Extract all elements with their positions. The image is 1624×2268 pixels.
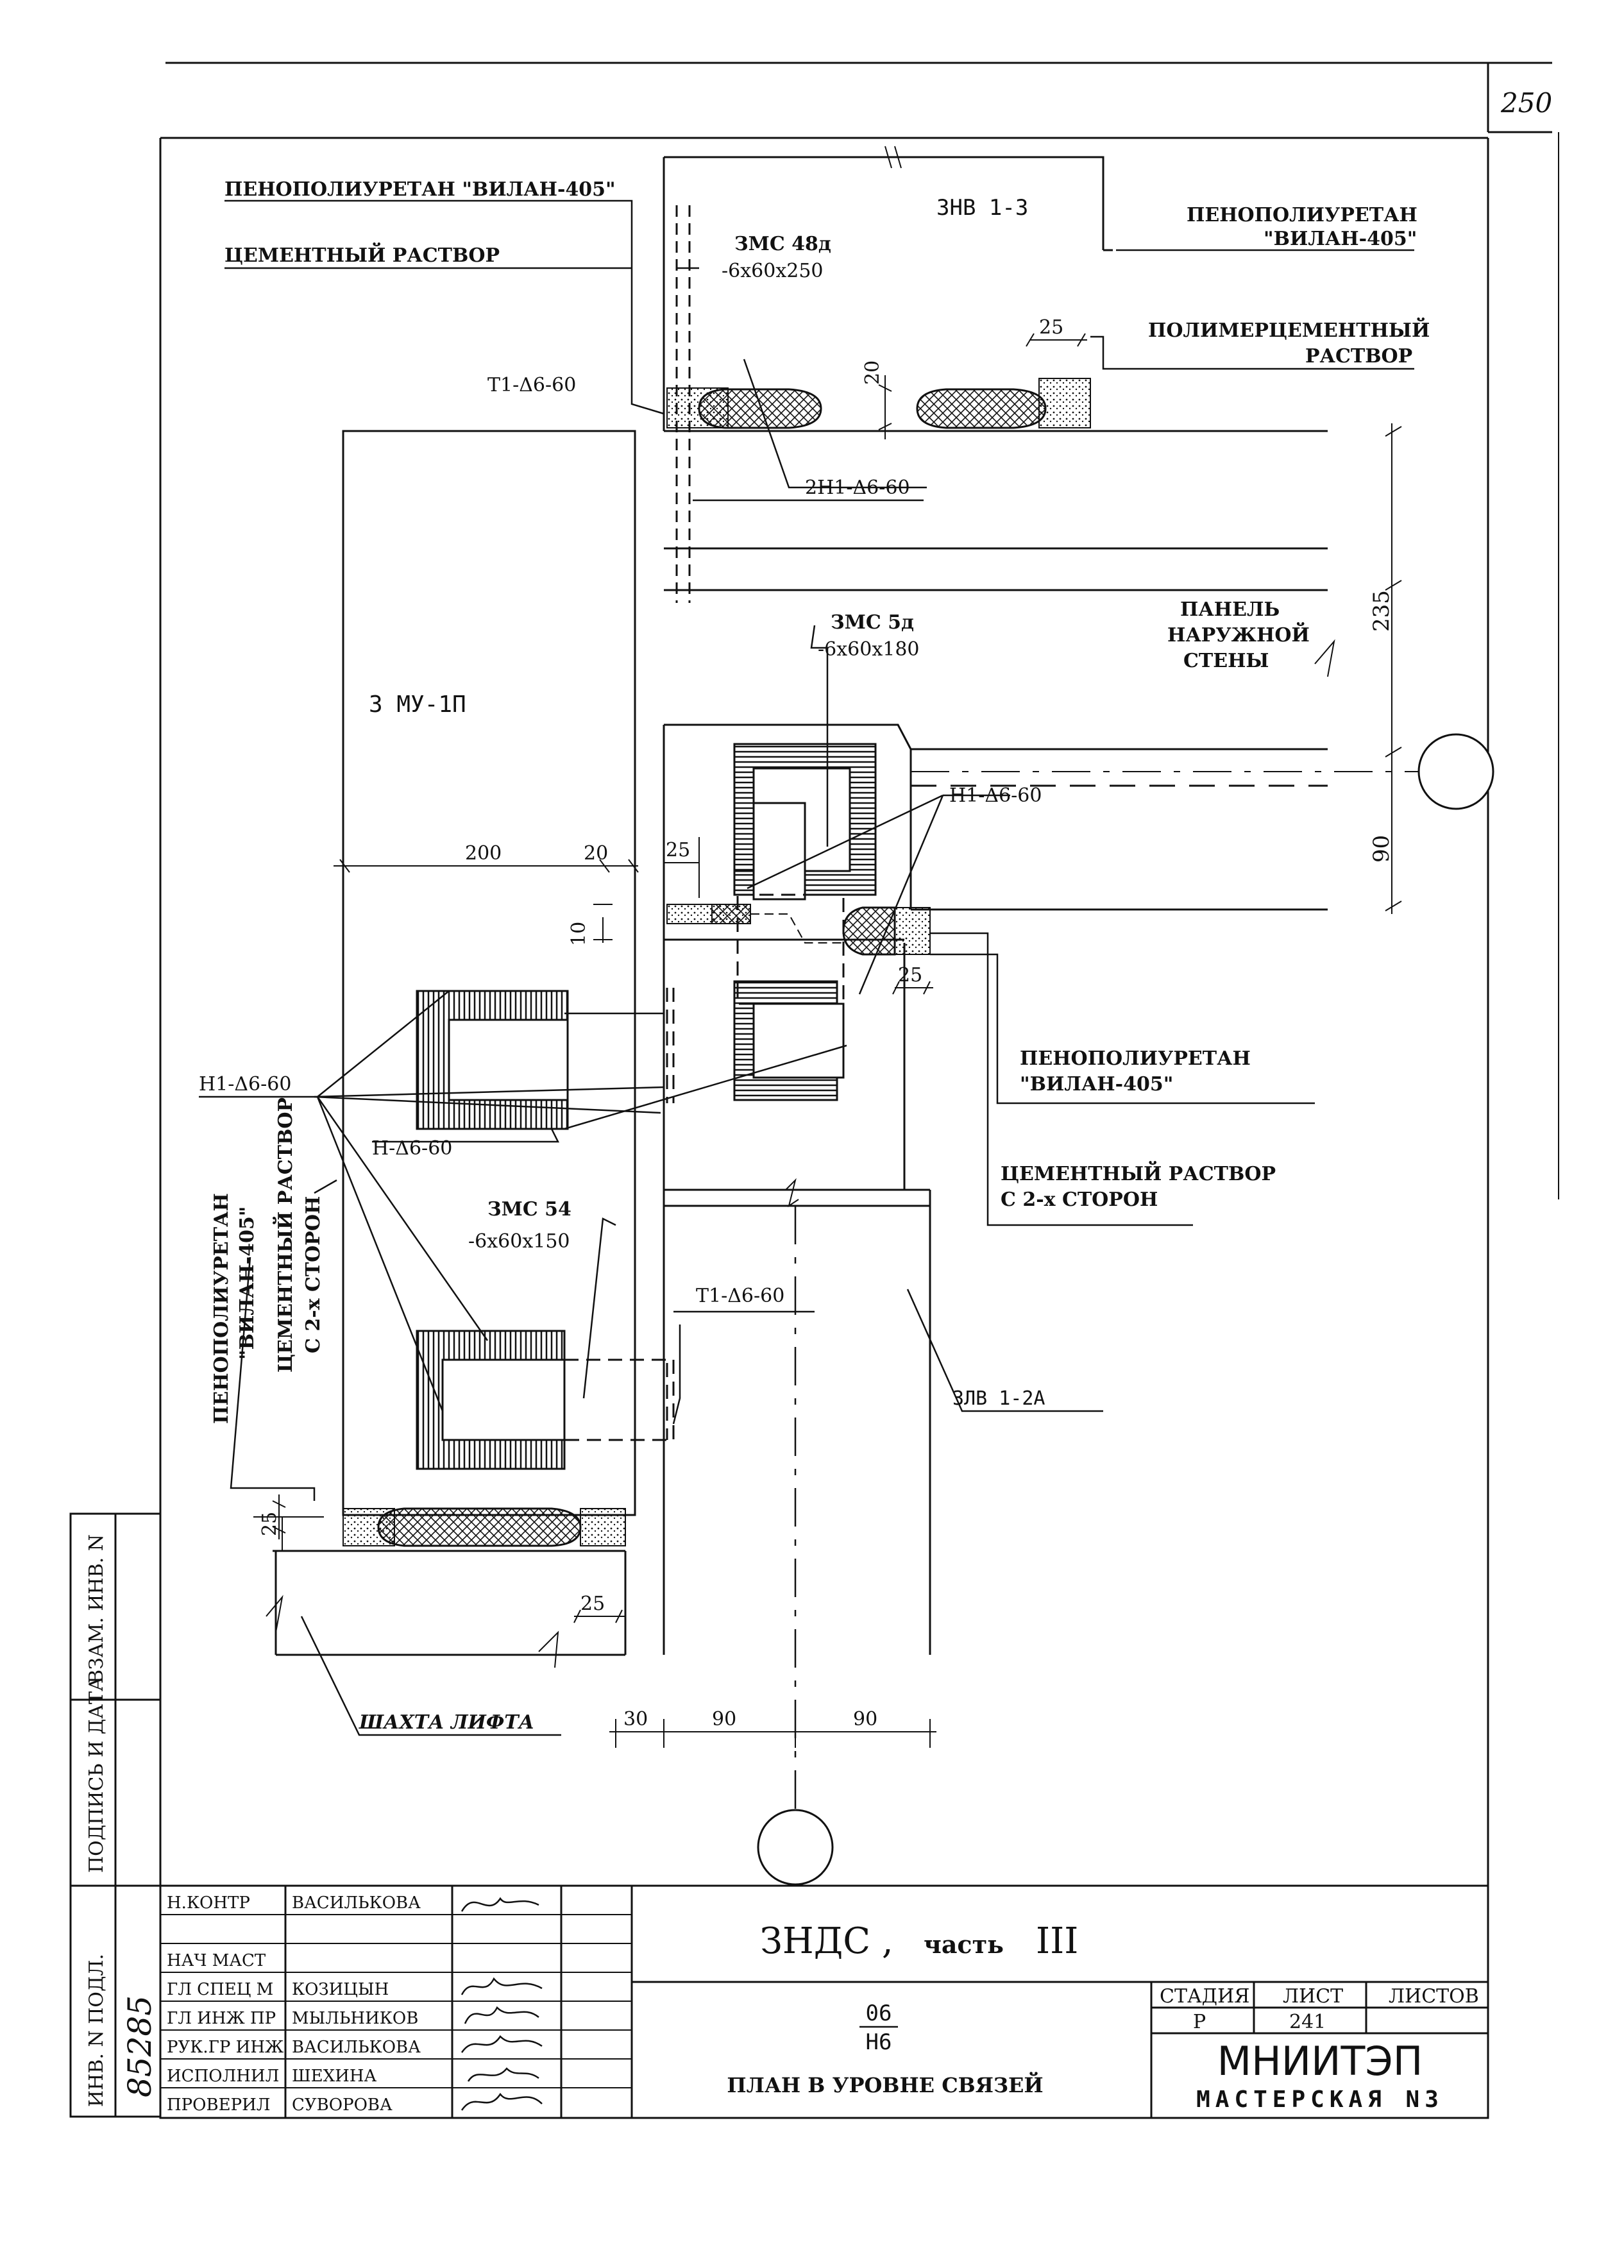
dim-90v: 90 xyxy=(1369,835,1394,863)
page-number: 250 xyxy=(1500,87,1552,119)
plate-zmc54 xyxy=(563,1358,675,1441)
label-outer-panel: ПАНЕЛЬ xyxy=(1180,598,1280,621)
mortar-mid-right xyxy=(894,907,931,955)
part-h: Н-Δ6-60 xyxy=(372,1137,452,1160)
tb-name-4: МЫЛЬНИКОВ xyxy=(292,2009,418,2028)
part-t1-bottom: Т1-Δ6-60 xyxy=(696,1285,784,1307)
part-zmc5: ЗМС 5д xyxy=(831,611,914,634)
clamp-top-right xyxy=(733,743,877,896)
dim-235: 235 xyxy=(1369,590,1394,632)
dim-200: 200 xyxy=(465,842,502,865)
label-vertical-3: ЦЕМЕНТНЫЙ РАСТВОР xyxy=(273,1097,297,1373)
axis-circle-right xyxy=(1417,733,1494,810)
foam-left-top xyxy=(698,388,822,429)
org-sub: МАСТЕРСКАЯ N3 xyxy=(1196,2086,1444,2113)
label-vertical-2: "ВИЛАН-405" xyxy=(236,1206,258,1360)
drawing-code-bottom: Н6 xyxy=(866,2029,892,2055)
label-zlv: ЗЛВ 1-2А xyxy=(952,1387,1045,1410)
sheets-header: ЛИСТОВ xyxy=(1389,1985,1479,2008)
label-polymer-cement: ПОЛИМЕРЦЕМЕНТНЫЙ xyxy=(1148,317,1430,342)
label-vertical-1: ПЕНОПОЛИУРЕТАН xyxy=(210,1193,233,1424)
tb-role-3: ГЛ СПЕЦ М xyxy=(167,1980,273,1999)
org-name: МНИИТЭП xyxy=(1217,2038,1423,2085)
dim-25a: 25 xyxy=(1039,316,1063,339)
label-cement-top-left: ЦЕМЕНТНЫЙ РАСТВОР xyxy=(224,242,500,267)
label-foam-top-left: ПЕНОПОЛИУРЕТАН "ВИЛАН-405" xyxy=(224,178,616,201)
label-cement-mid-right: ЦЕМЕНТНЫЙ РАСТВОР xyxy=(1001,1161,1276,1185)
part-zmc5-size: -6х60х180 xyxy=(818,638,920,661)
tb-name-7: СУВОРОВА xyxy=(292,2095,393,2115)
part-zmc48-size: -6х60х250 xyxy=(722,260,824,282)
mu-label: 3 МУ-1П xyxy=(369,691,466,718)
tb-role-6: ИСПОЛНИЛ xyxy=(167,2067,279,2086)
label-outer-panel-2: НАРУЖНОЙ xyxy=(1167,622,1310,647)
part-zmc54: ЗМС 54 xyxy=(487,1198,571,1221)
part-h1-left: Н1-Δ6-60 xyxy=(199,1073,291,1096)
stamp-vzam: ВЗАМ. ИНВ. N xyxy=(85,1534,108,1684)
part-t1-top: Т1-Δ6-60 xyxy=(487,374,576,396)
label-polymer-cement-2: РАСТВОР xyxy=(1305,345,1412,368)
signatures xyxy=(461,1897,543,2111)
panel-znv xyxy=(663,156,1104,431)
drawing-code-top: 06 xyxy=(866,2001,892,2026)
znv-label: ЗНВ 1-3 xyxy=(936,195,1028,221)
part-zmc54-size: -6х60х150 xyxy=(468,1230,570,1253)
stamp-inv-number: 85285 xyxy=(121,1995,158,2097)
dim-90b: 90 xyxy=(853,1708,877,1731)
tb-name-3: КОЗИЦЫН xyxy=(292,1980,389,1999)
sheet-value: 241 xyxy=(1289,2011,1326,2033)
tb-role-7: ПРОВЕРИЛ xyxy=(167,2095,270,2115)
label-cement-mid-right-2: С 2-х СТОРОН xyxy=(1001,1189,1158,1211)
tb-name-6: ШЕХИНА xyxy=(292,2067,377,2086)
label-foam-mid-right-2: "ВИЛАН-405" xyxy=(1020,1073,1173,1096)
part-zmc48: ЗМС 48д xyxy=(734,233,831,255)
dim-20a: 20 xyxy=(861,360,884,385)
foam-right-top xyxy=(916,388,1047,429)
tb-role-4: ГЛ ИНЖ ПР xyxy=(167,2009,276,2028)
label-outer-panel-3: СТЕНЫ xyxy=(1183,650,1269,672)
project-title-part: часть xyxy=(924,1930,1004,1959)
axis-circle-bottom xyxy=(757,1809,834,1886)
dim-90a: 90 xyxy=(712,1708,736,1731)
dim-10: 10 xyxy=(568,922,590,946)
dim-25d: 25 xyxy=(258,1512,281,1536)
dim-25b: 25 xyxy=(666,839,690,861)
tb-name-0: ВАСИЛЬКОВА xyxy=(292,1893,421,1913)
stamp-inv-podl: ИНВ. N ПОДЛ. xyxy=(85,1954,108,2107)
part-h1-right: Н1-Δ6-60 xyxy=(949,784,1042,807)
tb-role-5: РУК.ГР ИНЖ xyxy=(167,2038,283,2057)
tb-role-2: НАЧ МАСТ xyxy=(167,1951,266,1970)
label-vertical-4: С 2-х СТОРОН xyxy=(302,1196,325,1353)
label-shaft: ШАХТА ЛИФТА xyxy=(359,1711,534,1734)
foam-bottom xyxy=(377,1507,582,1547)
label-foam-mid-right: ПЕНОПОЛИУРЕТАН xyxy=(1020,1047,1251,1070)
plate-zmc5 xyxy=(736,893,845,1005)
sheet-header: ЛИСТ xyxy=(1283,1985,1343,2008)
project-title-roman: III xyxy=(1036,1920,1078,1962)
foam-mid-right xyxy=(842,906,896,956)
label-foam-top-right: ПЕНОПОЛИУРЕТАН xyxy=(1187,204,1417,226)
project-title: ЗНДС , xyxy=(760,1920,893,1962)
stage-header: СТАДИЯ xyxy=(1160,1985,1249,2008)
drawing-name: ПЛАН В УРОВНЕ СВЯЗЕЙ xyxy=(727,2072,1043,2097)
stage-value: Р xyxy=(1193,2011,1206,2033)
dim-25c: 25 xyxy=(898,964,922,986)
dim-25e: 25 xyxy=(580,1593,605,1615)
dim-20b: 20 xyxy=(584,842,608,865)
stamp-podpis: ПОДПИСЬ И ДАТА xyxy=(85,1677,108,1873)
tb-name-5: ВАСИЛЬКОВА xyxy=(292,2038,421,2057)
label-foam-top-right-2: "ВИЛАН-405" xyxy=(1264,228,1417,250)
mortar-right-top xyxy=(1038,378,1091,428)
tb-role-0: Н.КОНТР xyxy=(167,1893,250,1913)
dim-30: 30 xyxy=(623,1708,648,1731)
part-2h1: 2Н1-Δ6-60 xyxy=(805,477,910,499)
